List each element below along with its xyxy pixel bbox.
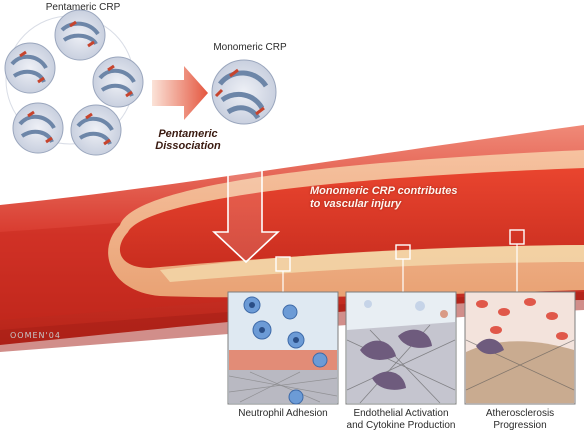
endothelial-cells bbox=[360, 329, 432, 390]
panel-caption-line1: Endothelial Activation bbox=[353, 408, 449, 419]
panel-neutrophil-adhesion bbox=[227, 291, 339, 405]
pentameric-crp-structure bbox=[4, 9, 144, 156]
protomer bbox=[12, 102, 64, 154]
monomeric-crp-label: Monomeric CRP bbox=[213, 42, 287, 53]
panel-atherosclerosis-progression bbox=[464, 291, 576, 405]
panel-caption-atherosclerosis: Atherosclerosis Progression bbox=[459, 408, 581, 432]
protomer bbox=[70, 104, 122, 156]
connector-lines bbox=[282, 244, 518, 292]
pentameric-dissociation-label: Pentameric Dissociation bbox=[148, 128, 228, 152]
dissociation-arrow bbox=[152, 66, 208, 120]
pentameric-dissociation-line1: Pentameric bbox=[158, 128, 218, 140]
artist-signature: OOMEN'04 bbox=[10, 331, 61, 340]
panel-caption-line2: and Cytokine Production bbox=[346, 420, 456, 431]
panel-caption-line2: Progression bbox=[493, 420, 547, 431]
vessel-caption-line1: Monomeric CRP contributes bbox=[310, 185, 458, 197]
neutrophil-cells bbox=[243, 296, 328, 405]
panel-caption-line1: Neutrophil Adhesion bbox=[238, 408, 328, 419]
panel-caption-endothelial: Endothelial Activation and Cytokine Prod… bbox=[340, 408, 462, 432]
red-blood-cells bbox=[476, 298, 568, 340]
pentameric-dissociation-line2: Dissociation bbox=[155, 140, 221, 152]
panel-caption-line1: Atherosclerosis bbox=[485, 408, 555, 419]
injury-arrow bbox=[211, 128, 281, 264]
panel-endothelial-activation bbox=[345, 291, 457, 405]
vessel-caption: Monomeric CRP contributes to vascular in… bbox=[310, 185, 510, 211]
vessel-caption-line2: to vascular injury bbox=[310, 198, 402, 210]
blood-vessel bbox=[0, 125, 584, 352]
protomer bbox=[54, 9, 106, 61]
protomer bbox=[92, 56, 144, 108]
pentameric-crp-label: Pentameric CRP bbox=[45, 2, 121, 13]
protomer bbox=[4, 42, 56, 94]
panel-caption-neutrophil: Neutrophil Adhesion bbox=[222, 408, 344, 420]
monomeric-crp-structure bbox=[211, 59, 277, 125]
